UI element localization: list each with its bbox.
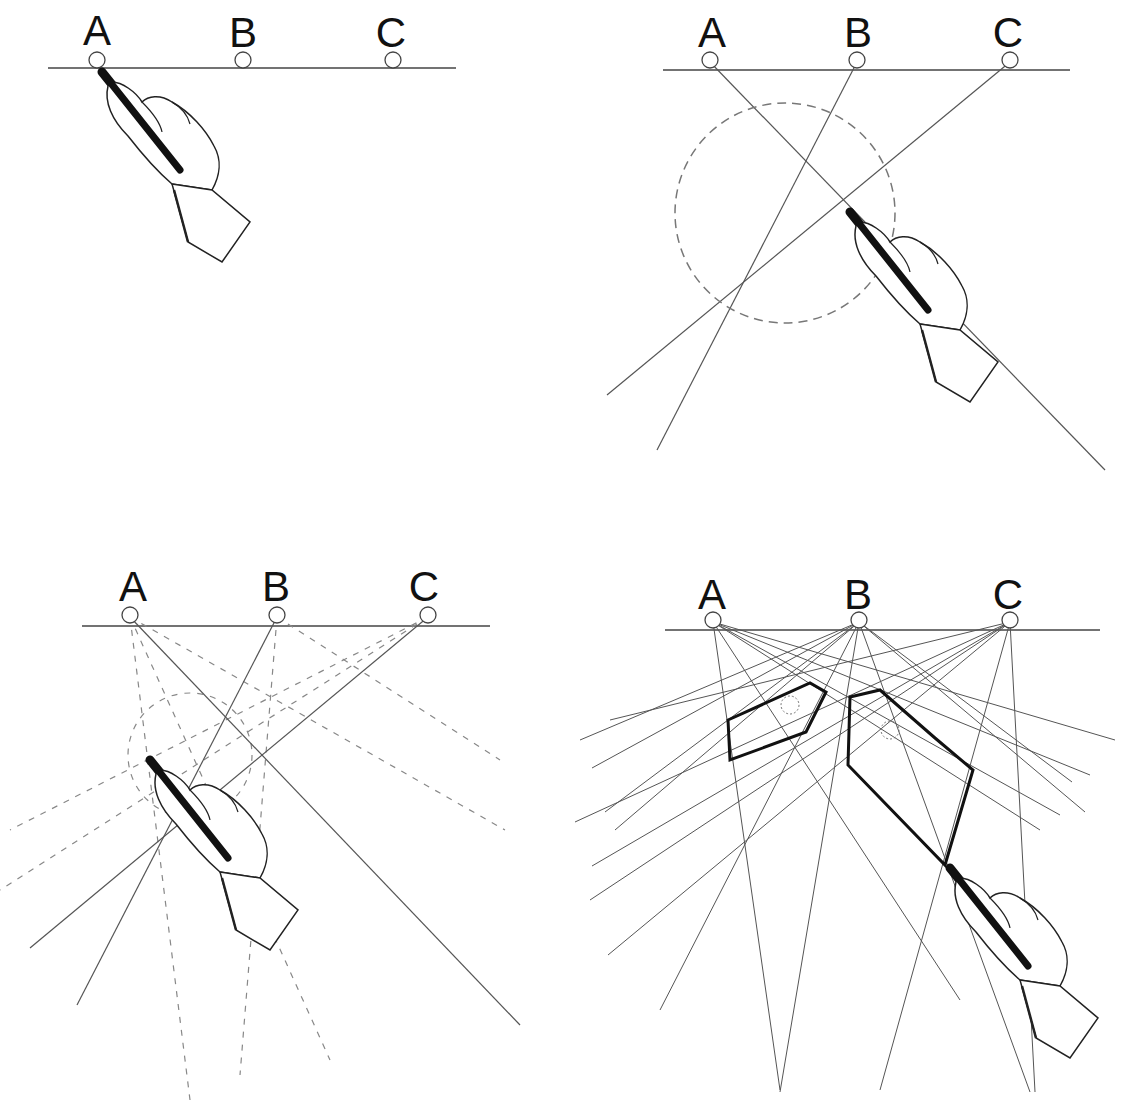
sight-ray	[590, 622, 1010, 900]
sight-ray	[605, 622, 859, 812]
sight-ray	[713, 622, 960, 1000]
station-letter: C	[993, 12, 1023, 54]
sight-ray	[859, 622, 1072, 782]
station-letter: B	[844, 574, 872, 616]
sight-ray	[592, 622, 1010, 866]
station-letter: A	[698, 574, 726, 616]
sight-ray	[608, 622, 1010, 955]
sight-ray	[660, 622, 859, 1010]
station-letter: A	[119, 566, 147, 608]
sight-ray	[713, 622, 1115, 740]
station-letter: B	[229, 12, 257, 54]
sight-ray	[880, 622, 1010, 1090]
station-letter: B	[262, 566, 290, 608]
sight-ray	[713, 622, 1040, 830]
sight-ray	[615, 622, 859, 830]
station-letter: C	[993, 574, 1023, 616]
sight-ray	[610, 622, 1010, 720]
sight-ray	[713, 622, 1060, 815]
station-letter: C	[409, 566, 439, 608]
station-letter: B	[844, 12, 872, 54]
station-letter: A	[698, 12, 726, 54]
station-letter: C	[376, 12, 406, 54]
station-letter: A	[83, 10, 111, 52]
sight-ray	[575, 622, 1010, 822]
sight-ray	[592, 622, 859, 768]
sight-ray	[580, 622, 859, 740]
